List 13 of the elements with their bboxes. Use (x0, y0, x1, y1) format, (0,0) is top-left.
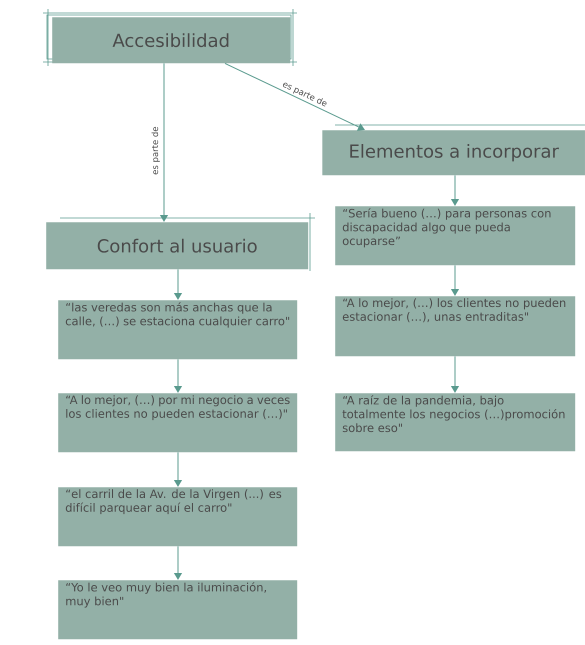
arrow (224, 62, 365, 131)
heading-box: Confort al usuario (46, 222, 308, 270)
quote-box: “Yo le veo muy bien la iluminación, muy bien" (58, 580, 298, 640)
edge-label: es parte de (150, 125, 161, 176)
quote-box: “Sería bueno (…) para personas con discapacidad algo que pueda ocuparse” (335, 206, 576, 266)
quote-box: “A raíz de la pandemia, bajo totalmente los negocios (…)promoción sobre eso" (335, 393, 576, 452)
heading-box: Accesibilidad (52, 17, 290, 64)
edge-label: es parte de (280, 78, 330, 110)
quote-box: “A lo mejor, (…) los clientes no pueden estacionar (…), unas entraditas" (335, 296, 576, 356)
quote-box: “A lo mejor, (…) por mi negocio a veces los clientes no pueden estacionar (…)" (58, 393, 298, 452)
quote-box: “las veredas son más anchas que la calle, (…) se estaciona cualquier carro" (58, 300, 298, 360)
quote-box: “el carril de la Av. de la Virgen (...) es difícil parquear aquí el carro" (58, 487, 298, 546)
heading-box: Elementos a incorporar (322, 130, 585, 176)
